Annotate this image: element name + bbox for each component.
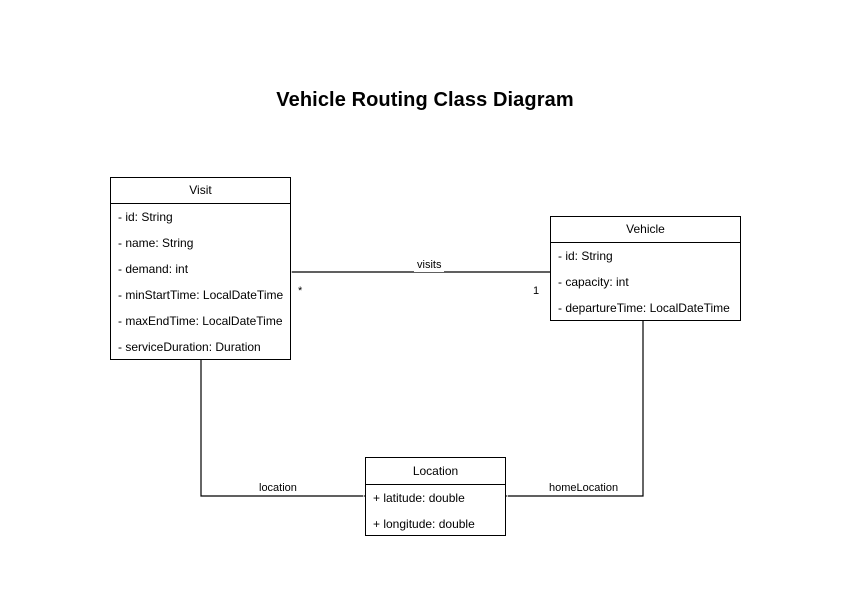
class-name-vehicle: Vehicle — [551, 217, 740, 243]
attribute-list-location: + latitude: double + longitude: double — [366, 485, 505, 537]
class-name-visit: Visit — [111, 178, 290, 204]
edge-location — [200, 360, 375, 501]
attribute-row: - demand: int — [118, 262, 189, 276]
class-name-location: Location — [366, 458, 505, 485]
attribute-row: + longitude: double — [373, 517, 475, 531]
attribute-row: - capacity: int — [558, 275, 629, 289]
uml-class-location[interactable]: Location + latitude: double + longitude:… — [365, 457, 506, 536]
attribute-row: - id: String — [558, 249, 613, 263]
attribute-row: + latitude: double — [373, 491, 465, 505]
uml-class-vehicle[interactable]: Vehicle - id: String - capacity: int - d… — [550, 216, 741, 321]
page-title: Vehicle Routing Class Diagram — [276, 89, 574, 111]
multiplicity-vehicle-end: 1 — [533, 285, 540, 297]
attribute-row: - id: String — [118, 210, 173, 224]
uml-class-visit[interactable]: Visit - id: String - name: String - dema… — [110, 177, 291, 360]
attribute-row: - maxEndTime: LocalDateTime — [118, 314, 283, 328]
attribute-row: - departureTime: LocalDateTime — [558, 301, 730, 315]
attribute-list-visit: - id: String - name: String - demand: in… — [111, 204, 290, 360]
edge-label-home-location: homeLocation — [546, 482, 622, 495]
multiplicity-visit-end: * — [298, 285, 303, 297]
attribute-list-vehicle: - id: String - capacity: int - departure… — [551, 243, 740, 321]
edge-home-location — [496, 321, 644, 501]
edge-label-visits: visits — [414, 259, 445, 272]
edge-label-location: location — [256, 482, 300, 495]
attribute-row: - serviceDuration: Duration — [118, 340, 261, 354]
attribute-row: - minStartTime: LocalDateTime — [118, 288, 284, 302]
attribute-row: - name: String — [118, 236, 194, 250]
